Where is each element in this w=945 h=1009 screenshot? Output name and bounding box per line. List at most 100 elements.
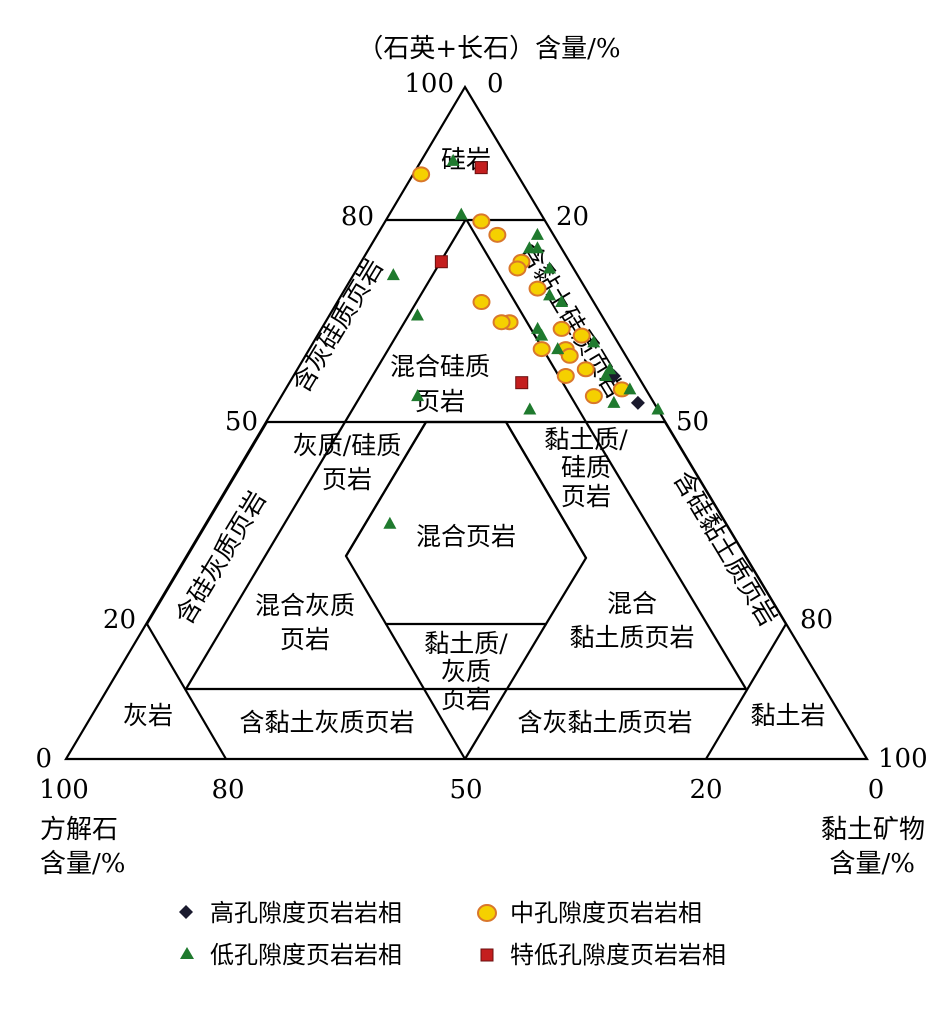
data-point-low (551, 342, 565, 355)
tick-label: 20 (689, 775, 722, 805)
data-point-low (587, 335, 601, 348)
line-left-lower (146, 421, 268, 625)
region-label: 页岩 (441, 685, 491, 714)
data-point-low (543, 261, 557, 274)
region-label: 灰岩 (123, 701, 173, 730)
data-point-medium (488, 226, 507, 243)
data-point-low (411, 389, 425, 402)
data-point-medium (560, 347, 579, 364)
region-label: 混合页岩 (416, 522, 516, 551)
line-center-a (345, 421, 427, 557)
region-label: 灰质 (441, 657, 491, 686)
data-point-ultralow (434, 255, 448, 269)
data-point-low (522, 241, 536, 254)
data-point-low (651, 402, 665, 415)
data-point-low (535, 328, 549, 341)
region-label: 页岩 (415, 387, 465, 416)
legend-item-low: 低孔隙度页岩岩相 (180, 941, 402, 969)
legend-marker-diamond (179, 905, 193, 919)
data-point-ultralow (474, 161, 488, 175)
region-label: 页岩 (322, 465, 372, 494)
line-right-bottom (705, 623, 787, 760)
line-inner-right-side (585, 421, 747, 690)
data-point-medium (472, 294, 491, 311)
data-point-medium (528, 280, 547, 297)
data-point-low (386, 268, 400, 281)
line-inner-left-side (185, 421, 346, 690)
region-label: 混合 (607, 589, 657, 618)
data-point-medium (584, 388, 603, 405)
region-label: 黏土质页岩 (569, 623, 694, 652)
data-point-low (530, 227, 544, 240)
line-inner-up-left (344, 218, 467, 423)
data-point-medium (472, 213, 491, 230)
data-point-high (630, 395, 645, 410)
tick-label: 100 (39, 775, 89, 805)
top-axis-label: （石英+长石）含量/% (357, 34, 620, 64)
legend: 高孔隙度页岩岩相 中孔隙度页岩岩相 低孔隙度页岩岩相 特低孔隙度页岩岩相 (179, 899, 726, 969)
region-label: 混合灰质 (255, 591, 355, 620)
ternary-grid (64, 84, 869, 761)
data-point-ultralow (515, 376, 529, 390)
data-point-low (446, 153, 460, 166)
region-label: 页岩 (561, 482, 611, 511)
data-points (383, 153, 665, 529)
region-label: 含黏土灰质页岩 (239, 708, 414, 737)
legend-label: 特低孔隙度页岩岩相 (510, 941, 726, 969)
line-bottom-diamond-left (385, 623, 466, 760)
line-bottom-diamond-right (464, 623, 547, 760)
region-label: 含硅黏土质页岩 (668, 466, 783, 631)
data-point-low (599, 368, 613, 381)
data-point-medium (556, 367, 575, 384)
line-left-bottom (146, 623, 227, 760)
legend-item-ultralow: 特低孔隙度页岩岩相 (480, 941, 726, 969)
data-point-low (555, 295, 569, 308)
tick-label: 20 (103, 605, 136, 635)
region-label: 混合硅质 (390, 352, 490, 381)
left-axis-label: 方解石 (40, 815, 118, 845)
data-point-low (623, 382, 637, 395)
tick-label: 50 (449, 775, 482, 805)
data-point-medium (552, 320, 571, 337)
legend-item-high: 高孔隙度页岩岩相 (179, 899, 402, 927)
data-point-medium (572, 327, 591, 344)
legend-label: 低孔隙度页岩岩相 (210, 941, 402, 969)
data-point-medium (508, 260, 527, 277)
tick-label: 80 (800, 605, 833, 635)
legend-marker-triangle (180, 947, 194, 959)
tick-label: 50 (676, 407, 709, 437)
tick-label: 80 (341, 202, 374, 232)
right-axis-label: 黏土矿物 (821, 815, 925, 845)
region-label: 硅质 (561, 453, 611, 482)
legend-label: 中孔隙度页岩岩相 (510, 899, 702, 927)
data-point-medium (576, 361, 595, 378)
data-point-medium (492, 314, 511, 331)
region-label: 黏土质/ (544, 425, 628, 454)
right-axis-label: 含量/% (830, 849, 915, 879)
tick-label: 80 (211, 775, 244, 805)
tick-label: 0 (35, 744, 52, 774)
data-point-low (383, 516, 397, 529)
legend-item-medium: 中孔隙度页岩岩相 (477, 899, 702, 927)
data-point-medium (412, 166, 431, 183)
tick-label: 0 (487, 69, 504, 99)
tick-label: 100 (404, 69, 454, 99)
legend-marker-circle (477, 904, 497, 922)
region-label: 灰质/硅质 (293, 431, 401, 460)
tick-label: 100 (878, 744, 928, 774)
region-label: 黏土质/ (424, 629, 508, 658)
data-point-low (523, 402, 537, 415)
data-point-low (410, 308, 424, 321)
legend-marker-square (480, 948, 494, 962)
line-center-b (505, 421, 587, 559)
line-right-lower (664, 421, 787, 625)
data-point-low (454, 207, 468, 220)
axis-labels: （石英+长石）含量/% 100 0 80 50 20 0 20 50 80 10… (35, 34, 927, 879)
data-point-low (543, 288, 557, 301)
left-axis-label: 含量/% (40, 849, 125, 879)
tick-label: 0 (868, 775, 885, 805)
region-label: 页岩 (280, 625, 330, 654)
line-inner-up-right (465, 218, 587, 423)
tick-label: 50 (225, 407, 258, 437)
